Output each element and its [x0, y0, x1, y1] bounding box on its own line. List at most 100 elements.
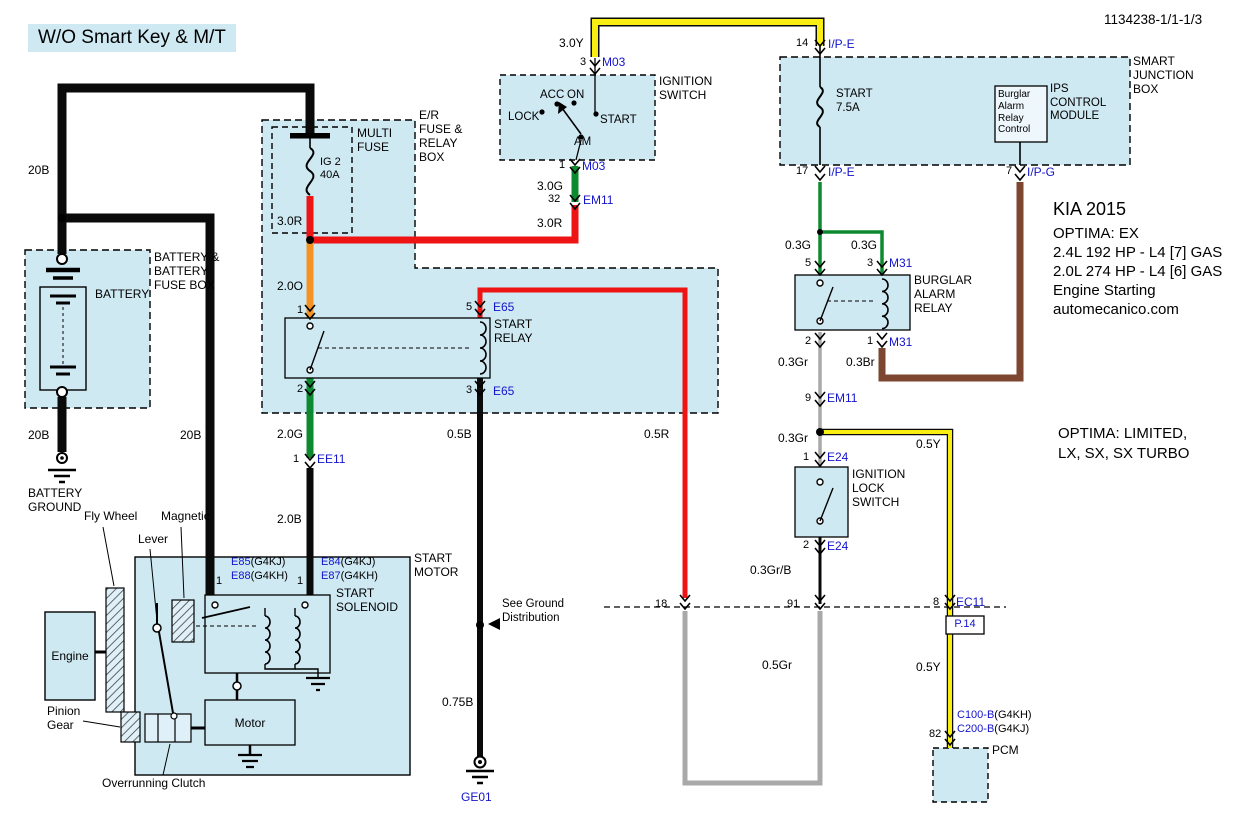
connector-em11-9: EM11: [827, 391, 858, 405]
wire-label-20b-b: 20B: [28, 428, 50, 442]
overrunning-clutch-label: Overrunning Clutch: [102, 776, 206, 790]
pin-solenoid-left-1: 1: [216, 575, 223, 587]
connector-ipe-17: I/P-E: [828, 165, 855, 179]
pin-ils-2: 2: [803, 539, 810, 551]
ignition-pos-on: ON: [567, 89, 585, 101]
fly-wheel-label: Fly Wheel: [84, 509, 138, 523]
start-solenoid-label: START SOLENOID: [336, 586, 399, 615]
pin-em11-32: 32: [548, 193, 561, 205]
ignition-lock-switch-label: IGNITION LOCK SWITCH: [852, 467, 906, 510]
magnetic-label: Magnetic: [161, 509, 210, 523]
info-brand: KIA 2015: [1053, 199, 1127, 219]
connector-c200b: C200-B(G4KJ): [957, 723, 1030, 735]
connector-ec11: EC11: [956, 595, 986, 609]
connector-e84: E84(G4KJ): [321, 556, 376, 568]
motor-box-outline: [204, 699, 296, 746]
wire-05y: [820, 430, 952, 748]
sub-boxes: [204, 85, 1048, 746]
pin-pcm-82: 82: [929, 728, 942, 740]
info-other-trims: OPTIMA: LIMITED, LX, SX, SX TURBO: [1058, 425, 1190, 462]
smart-junction-box-label: SMART JUNCTION BOX: [1133, 54, 1194, 97]
pcm-box-outline: [932, 747, 989, 803]
info-engine-b: 2.0L 274 HP - L4 [6] GAS: [1053, 263, 1223, 280]
info-system: Engine Starting: [1053, 282, 1156, 299]
engine-label: Engine: [51, 649, 89, 663]
engine-box-outline: [44, 611, 96, 701]
wire-20b-battery-top: [57, 83, 315, 254]
ignition-switch-box-outline: [499, 74, 656, 161]
wire-label-20b2: 2.0B: [277, 512, 302, 526]
pinion-gear-shape: [120, 711, 141, 743]
ignition-switch-symbol: [539, 58, 599, 161]
pin-ec11-8: 8: [933, 596, 940, 608]
wire-label-20o: 2.0O: [277, 279, 304, 293]
overrunning-clutch-shape: [144, 713, 192, 743]
internal-symbols: [46, 46, 1021, 785]
pin-start-relay-2: 2: [297, 383, 304, 395]
wire-label-20b-c: 20B: [180, 428, 202, 442]
doc-number: 1134238-1/1-1/3: [1104, 12, 1203, 27]
connector-c100b: C100-B(G4KH): [957, 709, 1032, 721]
pin-em11-9: 9: [805, 392, 812, 404]
wires: [57, 17, 1024, 786]
connector-ge01: GE01: [461, 790, 492, 804]
wire-label-03grb: 0.3Gr/B: [750, 563, 792, 577]
connector-e24-bottom: E24: [827, 539, 849, 553]
label-leader-lines: [82, 526, 185, 776]
ignition-pos-acc: ACC: [540, 89, 565, 101]
ignition-pos-am: AM: [574, 136, 592, 148]
connector-e24-top: E24: [827, 450, 849, 464]
lever-label: Lever: [138, 532, 169, 546]
component-boxes: [24, 56, 1131, 803]
wire-label-20b-a: 20B: [28, 163, 50, 177]
info-engine-a: 2.4L 192 HP - L4 [7] GAS: [1053, 244, 1223, 261]
ignition-pos-start: START: [600, 114, 637, 126]
magnetic-plunger-shape: [171, 599, 195, 643]
pin-ign-1: 1: [559, 159, 566, 171]
connector-m03-bottom: M03: [582, 159, 606, 173]
start-relay-label: START RELAY: [494, 317, 533, 346]
wire-label-05gr: 0.5Gr: [762, 658, 793, 672]
wire-label-20g: 2.0G: [277, 427, 304, 441]
connector-m31-top: M31: [889, 256, 913, 270]
wire-30r: [306, 196, 579, 244]
ge01-ground-symbol: [466, 755, 494, 785]
ig2-fuse-label: IG 2 40A: [320, 156, 341, 181]
wire-label-05b: 0.5B: [447, 427, 472, 441]
wire-label-03g-b: 0.3G: [851, 238, 878, 252]
connector-m31-bottom: M31: [889, 335, 913, 349]
see-ground-arrow: [488, 618, 500, 630]
ips-module-label: IPS CONTROL MODULE: [1050, 83, 1107, 123]
wire-label-05y-a: 0.5Y: [916, 437, 941, 451]
battery-fuse-box-label: BATTERY & BATTERY FUSE BOX: [154, 250, 220, 293]
battery-ground-label: BATTERY GROUND: [28, 486, 83, 515]
smart-junction-box-outline: [779, 56, 1131, 166]
connector-ipe-14: I/P-E: [828, 37, 855, 51]
pin-sjb-17: 17: [796, 165, 809, 177]
wire-label-05r: 0.5R: [644, 427, 670, 441]
motor-ground-symbol: [238, 745, 262, 769]
burglar-relay-symbol: [816, 278, 889, 330]
start-fuse-label: START 7.5A: [836, 88, 873, 114]
pin-solenoid-right-1: 1: [297, 575, 304, 587]
connector-p14-page: P.14: [954, 618, 976, 630]
wire-30y-outline: [590, 17, 825, 57]
wire-03br: [878, 182, 1024, 382]
burglar-alarm-relay-label: BURGLAR ALARM RELAY: [914, 273, 973, 316]
flywheel-shape: [105, 587, 125, 713]
pin-bar-3: 3: [867, 257, 874, 269]
start-relay-symbol: [306, 321, 487, 375]
ignition-lock-switch-outline: [794, 466, 849, 538]
wire-label-30r-b: 3.0R: [277, 214, 303, 228]
wire-label-30y: 3.0Y: [559, 36, 584, 50]
ig2-fuse-symbol: [290, 133, 330, 196]
pin-bar-5: 5: [805, 257, 812, 269]
pin-sjb-7: 7: [1006, 165, 1013, 177]
pin-start-relay-3: 3: [466, 384, 473, 396]
connector-e88: E88(G4KH): [231, 570, 288, 582]
multi-fuse-label: MULTI FUSE: [357, 126, 393, 155]
connector-chevrons: [304, 39, 1026, 747]
wire-30y: [592, 19, 823, 57]
